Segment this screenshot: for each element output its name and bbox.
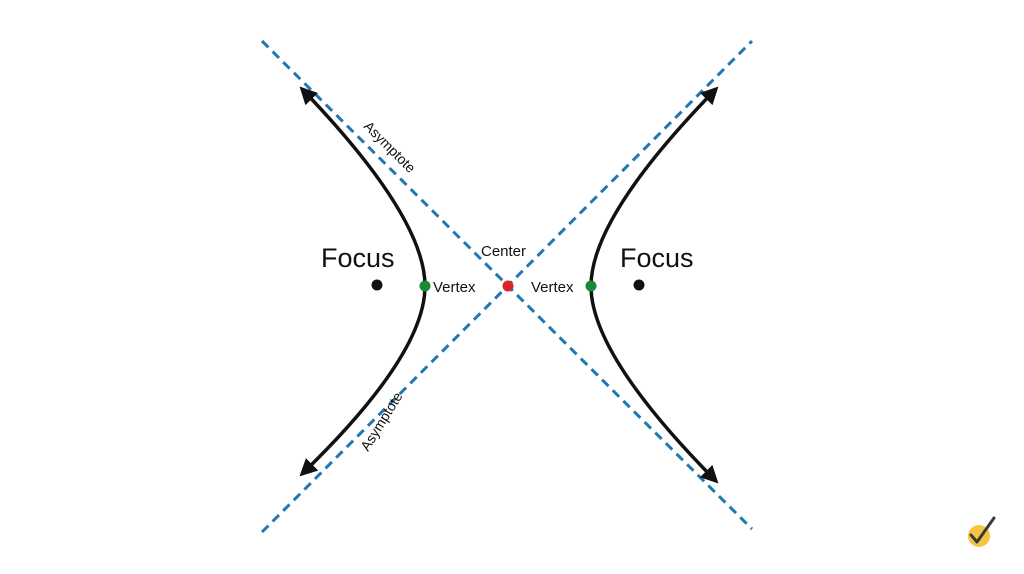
left-hyperbola-branch — [299, 86, 427, 477]
right-vertex-point — [585, 280, 597, 292]
left-vertex-point — [419, 280, 431, 292]
right-focus-label: Focus — [620, 243, 694, 273]
left-focus-point — [371, 279, 383, 291]
right-vertex-label: Vertex — [531, 279, 574, 296]
left-focus-label: Focus — [321, 243, 395, 273]
center-point — [502, 280, 514, 292]
center-label: Center — [481, 243, 526, 260]
checkmark-badge-icon — [968, 516, 996, 547]
left-vertex-label: Vertex — [433, 279, 476, 296]
lower-asymptote-label: Asymptote — [357, 389, 406, 454]
right-hyperbola-branch — [589, 86, 719, 484]
right-focus-point — [633, 279, 645, 291]
